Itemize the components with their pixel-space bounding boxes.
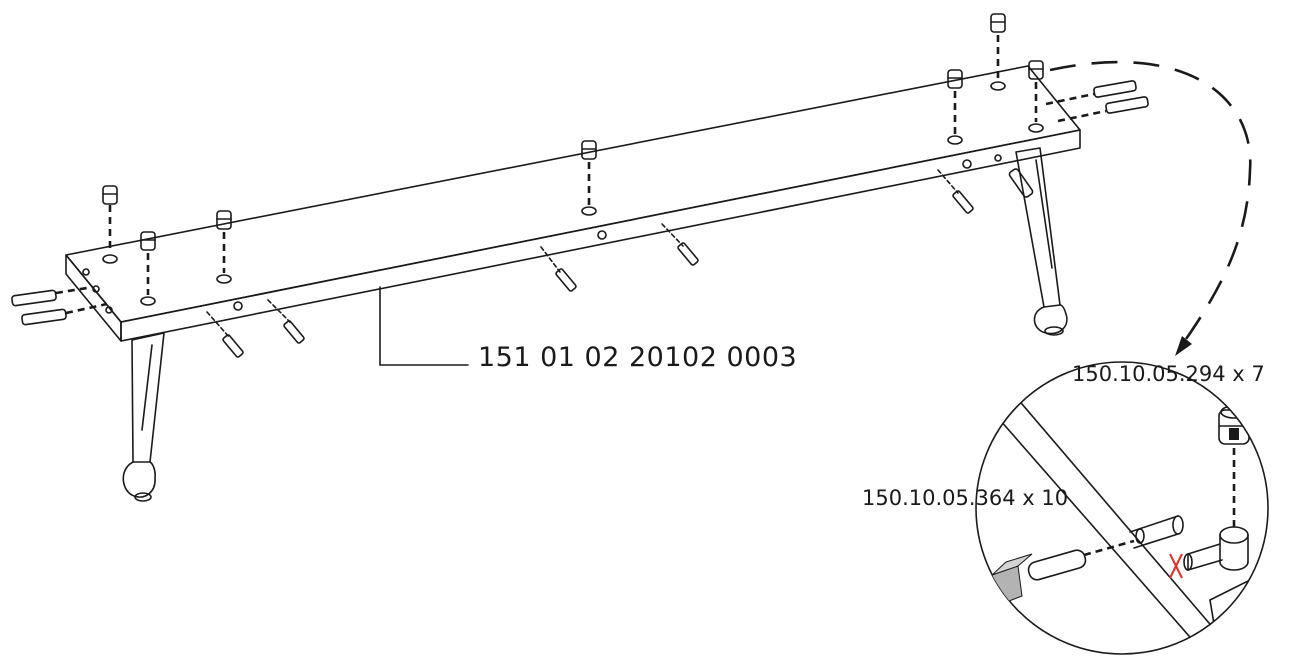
front-dowels (206, 154, 1002, 358)
right-leg (1008, 147, 1068, 336)
cam-fittings (102, 13, 1044, 295)
dowel-label: 150.10.05.364 x 10 (862, 486, 1069, 510)
panel-top-face (65, 65, 1081, 323)
panel-front-face (120, 129, 1081, 342)
cam-fitting (581, 140, 597, 205)
x-mark-icon (1169, 553, 1183, 579)
cam-fitting (102, 185, 118, 253)
cam-fitting (990, 13, 1006, 80)
dowel (267, 299, 305, 344)
bench-panel (65, 65, 1081, 366)
cam-fitting (140, 231, 156, 295)
dowel (937, 154, 1002, 214)
cam-fitting (216, 210, 232, 273)
dowel (540, 230, 607, 292)
panel-part-number-label: 151 01 02 20102 0003 (478, 342, 798, 373)
end-dowels (11, 80, 1149, 326)
cam-holes (102, 81, 1044, 306)
cam-fitting (947, 69, 963, 134)
part-leader-line (379, 286, 469, 366)
dowel (206, 301, 244, 358)
panel-end-face (65, 254, 122, 342)
detail-callout-arrow (1049, 60, 1252, 356)
cam-fitting (1028, 60, 1044, 122)
cam-fitting-label: 150.10.05.294 x 7 (1072, 362, 1265, 386)
left-leg (122, 332, 165, 502)
dowel (661, 223, 699, 266)
